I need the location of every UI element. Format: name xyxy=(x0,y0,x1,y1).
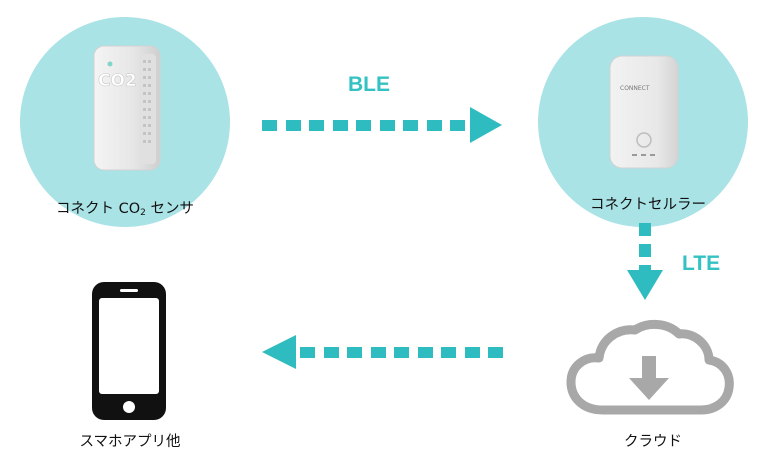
app-arrowhead-icon xyxy=(262,335,296,369)
ble-arrowhead-icon xyxy=(470,107,502,143)
device-connect-text: CONNECT xyxy=(620,85,650,92)
lte-arrowhead-icon xyxy=(627,270,663,300)
cloud-label: クラウド xyxy=(624,434,682,450)
ble-label: BLE xyxy=(348,73,390,96)
smartphone-icon xyxy=(92,282,166,420)
sensor-label-tail: センサ xyxy=(145,201,194,217)
sensor-label-main: コネクト CO xyxy=(56,201,141,217)
lte-label: LTE xyxy=(682,252,721,275)
phone-label: スマホアプリ他 xyxy=(79,434,181,450)
lte-arrow-shaft xyxy=(639,223,651,278)
cellular-device-icon: CONNECT xyxy=(609,55,679,169)
ble-arrow-shaft xyxy=(262,120,465,131)
device-co2-text: CO2 xyxy=(98,71,137,91)
cloud-download-icon xyxy=(566,320,734,415)
sensor-label-sub: 2 xyxy=(140,208,146,218)
co2-sensor-device-icon: CO2 xyxy=(93,45,161,171)
sensor-label: コネクト CO2 センサ xyxy=(40,197,210,218)
app-arrow-shaft xyxy=(300,347,503,358)
cellular-label: コネクトセルラー xyxy=(590,197,706,213)
